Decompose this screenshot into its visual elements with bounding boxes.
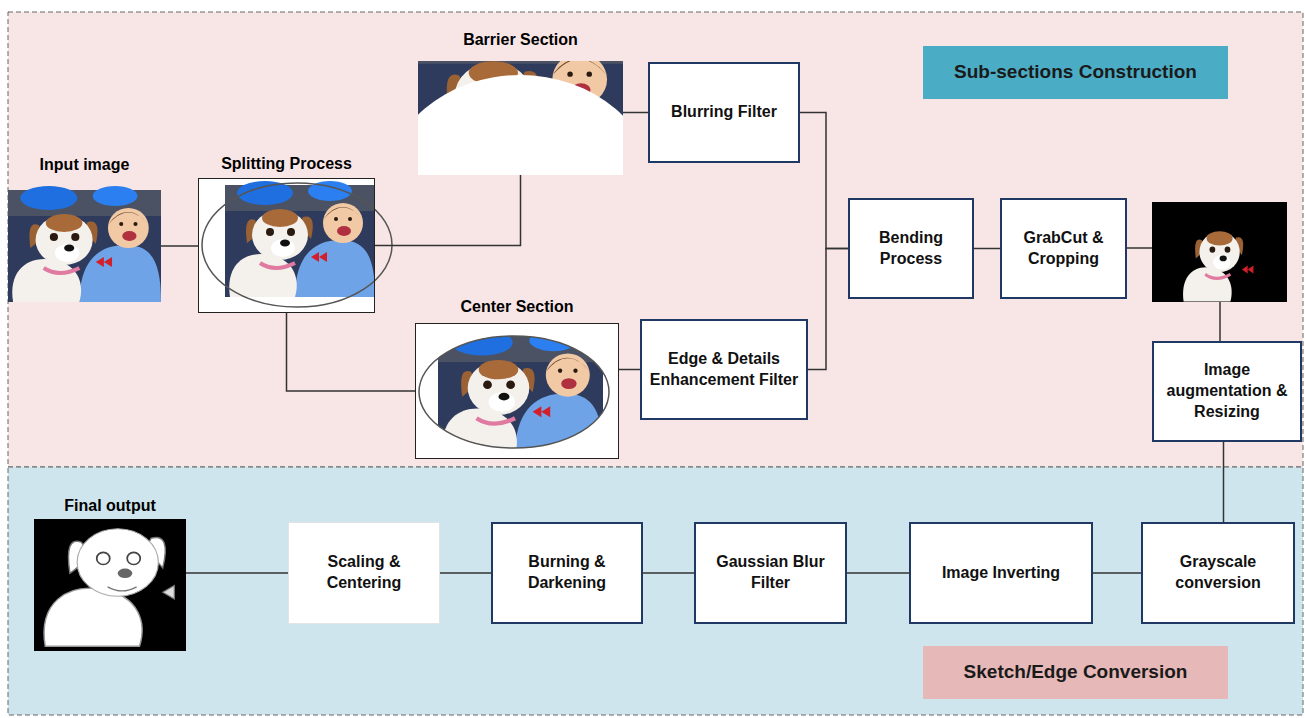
region-band [8,12,1303,467]
section-label: Sketch/Edge Conversion [923,646,1228,699]
process-box: Gaussian Blur Filter [694,522,847,624]
box-label: Edge & Details Enhancement Filter [648,349,800,391]
process-box: Edge & Details Enhancement Filter [640,319,808,420]
process-box: Image augmentation & Resizing [1152,341,1302,442]
process-box: Blurring Filter [648,62,800,163]
image-panel: Center Section [415,323,619,459]
box-label: Bending Process [856,228,966,270]
center-photo [415,323,619,459]
box-label: Burning & Darkening [499,552,635,594]
cropped-output-photo [1152,202,1287,302]
region-band [8,467,1303,715]
connector-line [619,369,640,371]
connector-line [186,572,288,574]
panel-heading: Splitting Process [221,154,352,173]
box-label: Scaling & Centering [296,552,432,594]
image-panel: Final output [34,519,186,651]
box-label: Gaussian Blur Filter [702,552,839,594]
barrier-photo [385,25,655,305]
input-photo [8,186,161,302]
connector-line [847,572,909,574]
connector-line [974,248,1000,250]
connector-line [161,245,198,247]
panel-heading: Center Section [461,297,574,316]
connector-line [1093,572,1141,574]
connector-line [375,175,521,246]
box-label: Sub-sections Construction [954,60,1197,85]
image-panel: Barrier Section [418,61,623,175]
box-label: Sketch/Edge Conversion [964,660,1188,685]
connector-line [1223,442,1225,522]
box-label: Image augmentation & Resizing [1160,360,1294,422]
image-panel: Splitting Process [198,178,375,313]
box-label: Blurring Filter [671,102,777,123]
image-panel: Input image [8,190,161,302]
panel-heading: Input image [40,155,130,174]
final-sketch-photo [34,519,186,651]
connector-line [623,112,648,114]
section-label: Sub-sections Construction [923,46,1228,99]
panel-heading: Barrier Section [463,30,578,49]
process-box: Scaling & Centering [288,522,440,624]
panel-heading: Final output [64,496,156,515]
box-label: Grayscale conversion [1149,552,1287,594]
wire [1127,248,1220,341]
connector-line [643,572,694,574]
connector-line [440,572,491,574]
process-box: Image Inverting [909,522,1093,624]
process-box: GrabCut & Cropping [1000,198,1127,299]
connector-line [808,249,848,370]
process-box: Bending Process [848,198,974,299]
split-photo [198,178,392,313]
connector-line [287,313,416,391]
connector-line [800,113,848,249]
box-label: Image Inverting [942,563,1060,584]
process-box: Grayscale conversion [1141,522,1295,624]
process-box: Burning & Darkening [491,522,643,624]
box-label: GrabCut & Cropping [1008,228,1119,270]
